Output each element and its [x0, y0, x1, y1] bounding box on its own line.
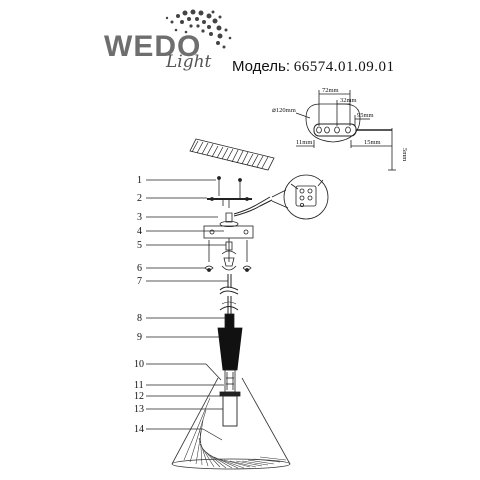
ceiling-hatch [189, 138, 275, 171]
callout-numbers: 1 2 3 4 5 6 7 8 9 10 11 12 13 14 [134, 175, 144, 435]
model-number: 66574.01.09.01 [293, 59, 395, 75]
callout-12: 12 [134, 391, 144, 402]
dim-32: 32mm [340, 97, 357, 104]
dim-15: 15mm [364, 139, 381, 146]
socket-assembly [219, 369, 241, 427]
callout-5: 5 [137, 240, 142, 251]
canopy-top-view [295, 90, 396, 171]
callout-14: 14 [134, 424, 144, 435]
supply-wires [233, 196, 273, 217]
callout-13: 13 [134, 404, 144, 415]
brand-script: Light [166, 52, 212, 72]
canopy [203, 220, 254, 239]
callout-3: 3 [137, 212, 142, 223]
dim-diameter: ⌀120mm [272, 107, 296, 114]
leader-lines [146, 179, 228, 441]
callout-10: 10 [134, 359, 144, 370]
callout-1: 1 [137, 175, 142, 186]
mounting-bar [207, 197, 252, 208]
terminal-block-detail [271, 174, 329, 220]
ceiling-screws [217, 176, 242, 198]
canopy-nuts [204, 212, 252, 272]
callout-7: 7 [137, 276, 142, 287]
dim-5: 5mm [401, 148, 408, 161]
glass-shade [171, 377, 291, 470]
canopy-dimension-labels: ⌀120mm 72mm 32mm 95mm 11mm 15mm 5mm [272, 87, 408, 161]
dim-72: 72mm [322, 87, 339, 94]
cable-holder [224, 313, 235, 329]
lamp-body [217, 327, 243, 371]
brand-name: WEDO [104, 30, 202, 63]
model-label: Модель: [232, 58, 291, 75]
model-line: Модель: 66574.01.09.01 [232, 58, 395, 76]
callout-11: 11 [134, 380, 144, 391]
callout-4: 4 [137, 226, 142, 237]
dim-95: 95mm [357, 112, 374, 119]
callout-8: 8 [137, 313, 142, 324]
callout-2: 2 [137, 193, 142, 204]
callout-6: 6 [137, 263, 142, 274]
callout-9: 9 [137, 332, 142, 343]
dim-11: 11mm [296, 139, 312, 146]
